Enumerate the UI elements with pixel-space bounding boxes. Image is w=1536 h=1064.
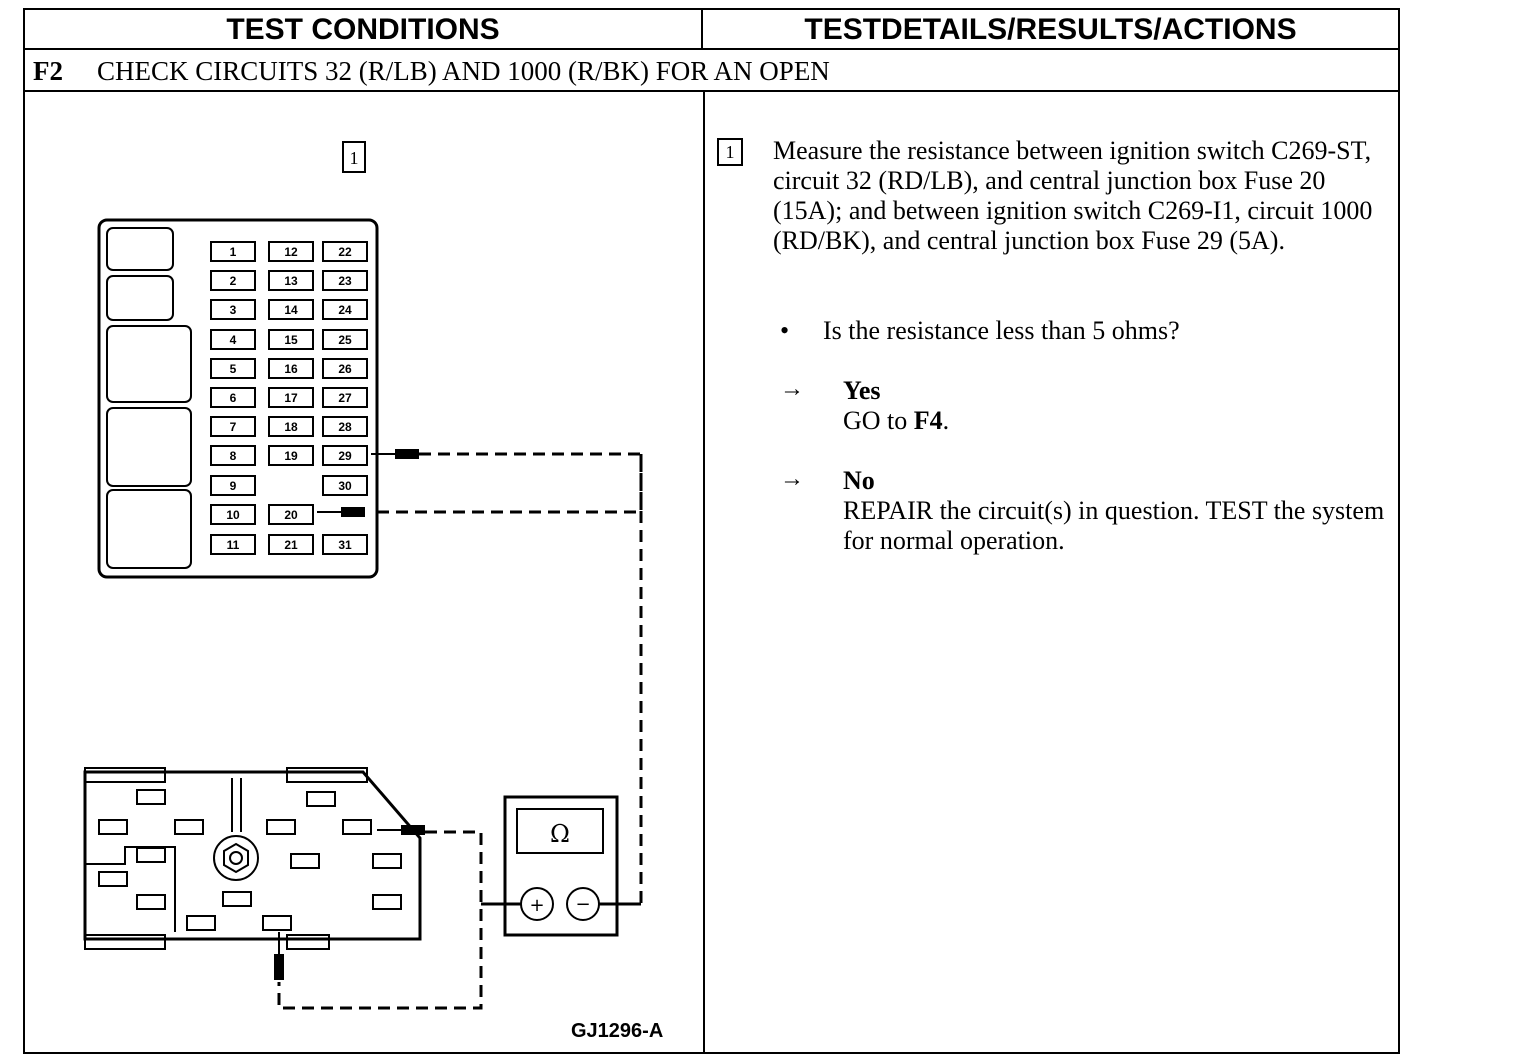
instruction-text: Measure the resistance between ignition … <box>773 136 1373 255</box>
fuse-slot <box>210 534 256 555</box>
fuse-label: 14 <box>284 303 298 317</box>
fuse-slot <box>322 445 368 466</box>
fuse-slot <box>268 387 314 408</box>
fuse-slot <box>210 445 256 466</box>
fuse-label: 24 <box>338 303 352 317</box>
fuse-label: 25 <box>338 333 352 347</box>
fuse-label: 29 <box>338 449 352 463</box>
diagram-step-box <box>342 141 366 173</box>
header-test-details: TESTDETAILS/RESULTS/ACTIONS <box>703 10 1398 50</box>
yes-arrow-icon: → <box>780 376 804 402</box>
fuse-slot <box>210 241 256 262</box>
header-test-conditions: TEST CONDITIONS <box>25 10 703 50</box>
fuse-slot <box>268 445 314 466</box>
ignition-switch-connector <box>83 767 422 950</box>
ohmmeter: Ω + − <box>503 795 619 937</box>
details-step-box: 1 <box>717 138 743 166</box>
fuse-label: 15 <box>284 333 298 347</box>
fuse-label: 26 <box>338 362 352 376</box>
test-details-column: 1 Measure the resistance between ignitio… <box>705 92 1398 1054</box>
fuse-slot <box>268 270 314 291</box>
diagram-step-number: 1 <box>350 148 359 168</box>
central-junction-box: 1234567891011121314151617181920212223242… <box>97 218 379 579</box>
fuse-label: 17 <box>284 391 298 405</box>
fuse-label: 21 <box>284 538 298 552</box>
fuse-slot <box>210 387 256 408</box>
fuse-label: 8 <box>230 449 237 463</box>
fuse-label: 6 <box>230 391 237 405</box>
yes-action: GO to F4. <box>843 406 1388 436</box>
fuse-label: 11 <box>227 538 240 552</box>
step-id: F2 <box>33 56 63 86</box>
fuse-slot <box>322 270 368 291</box>
fuse-slot <box>268 358 314 379</box>
step-title: CHECK CIRCUITS 32 (R/LB) AND 1000 (R/BK)… <box>97 56 830 86</box>
test-leads <box>274 449 643 1010</box>
fuse-label: 10 <box>226 508 240 522</box>
yes-action-target[interactable]: F4 <box>913 406 943 435</box>
yes-action-suffix: . <box>942 406 950 435</box>
fuse-slot <box>268 534 314 555</box>
fuse-slot <box>322 534 368 555</box>
fuse-slot <box>210 358 256 379</box>
fuse-slot <box>322 416 368 437</box>
fuse-label: 12 <box>284 245 298 259</box>
no-action: REPAIR the circuit(s) in question. TEST … <box>843 496 1385 555</box>
fuse-label: 9 <box>230 479 237 493</box>
fuse-slot <box>322 299 368 320</box>
fuse-slot <box>322 329 368 350</box>
ohm-symbol: Ω <box>550 820 570 848</box>
bullet: • <box>780 316 790 345</box>
fuse-label: 18 <box>284 420 298 434</box>
step-title-row: F2 CHECK CIRCUITS 32 (R/LB) AND 1000 (R/… <box>25 50 1398 92</box>
fuse-slot <box>322 387 368 408</box>
fuse-slot <box>210 475 256 496</box>
fuse-label: 4 <box>230 333 237 347</box>
fuse-label: 23 <box>338 274 352 288</box>
fuse-label: 22 <box>338 245 352 259</box>
fuse-label: 13 <box>284 274 298 288</box>
figure-id: GJ1296-A <box>571 1020 664 1042</box>
fuse-slot <box>268 329 314 350</box>
fuse-label: 31 <box>338 538 352 552</box>
fuse-slot <box>268 241 314 262</box>
fuse-slots: 1234567891011121314151617181920212223242… <box>210 241 368 555</box>
fuse-slot <box>322 358 368 379</box>
fuse-slot <box>210 299 256 320</box>
fuse-slot <box>322 475 368 496</box>
fuse-slot <box>268 504 314 525</box>
fuse-slot <box>210 504 256 525</box>
question-text: Is the resistance less than 5 ohms? <box>823 316 1180 345</box>
fuse-label: 20 <box>284 508 298 522</box>
fuse-slot <box>210 329 256 350</box>
fuse-label: 30 <box>338 479 352 493</box>
minus-sign: − <box>575 894 590 915</box>
fuse-label: 28 <box>338 420 352 434</box>
column-divider <box>703 92 705 1054</box>
no-arrow-icon: → <box>780 466 804 492</box>
fuse-label: 3 <box>230 303 237 317</box>
no-label: No <box>843 466 875 495</box>
test-diagram: 1 12345678910111213141516171819202122232… <box>83 141 643 1010</box>
fuse-slot <box>210 270 256 291</box>
fuse-label: 7 <box>230 420 237 434</box>
plus-sign: + <box>529 895 544 916</box>
fuse-slot <box>268 299 314 320</box>
yes-label: Yes <box>843 376 881 405</box>
yes-action-prefix: GO to <box>843 406 914 435</box>
fuse-label: 27 <box>338 391 352 405</box>
fuse-label: 2 <box>230 274 237 288</box>
fuse-label: 19 <box>284 449 298 463</box>
fuse-slot <box>322 241 368 262</box>
test-table: TEST CONDITIONS TESTDETAILS/RESULTS/ACTI… <box>23 8 1400 1054</box>
fuse-label: 1 <box>230 245 237 259</box>
fuse-label: 16 <box>284 362 298 376</box>
fuse-label: 5 <box>230 362 237 376</box>
fuse-slot <box>210 416 256 437</box>
fuse-slot <box>268 416 314 437</box>
